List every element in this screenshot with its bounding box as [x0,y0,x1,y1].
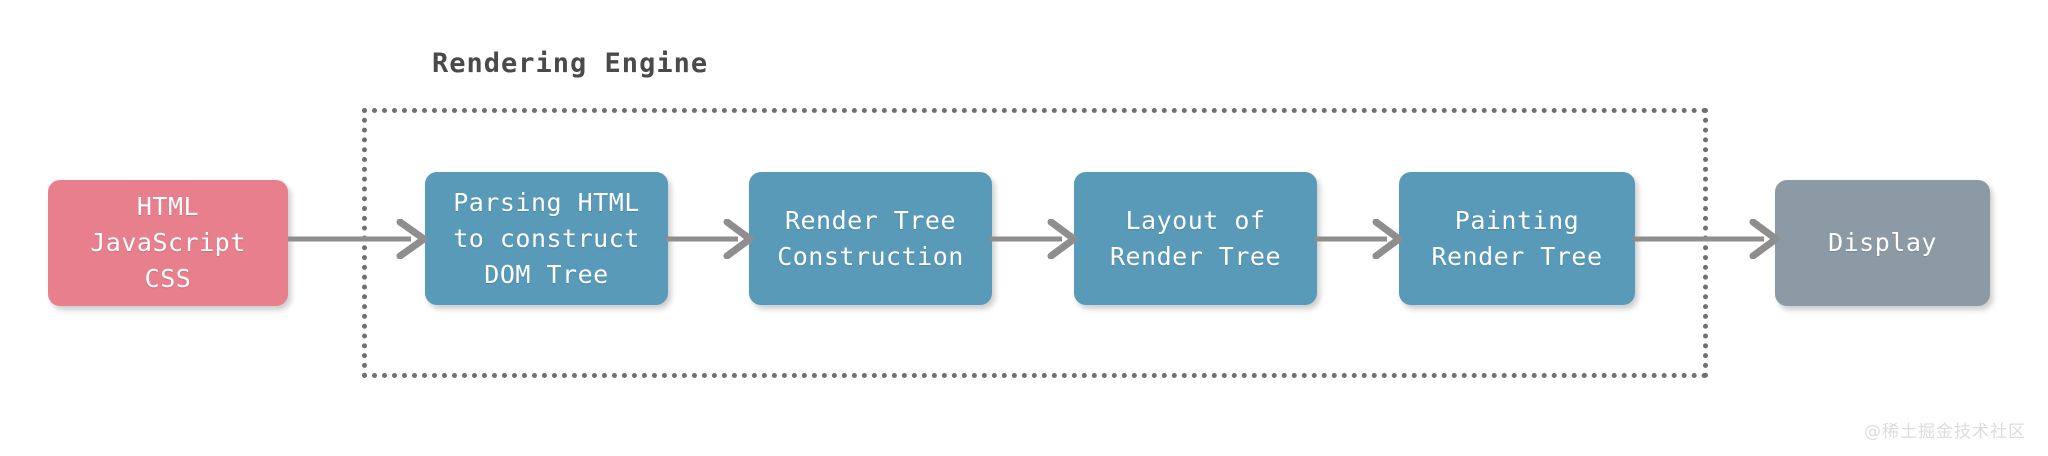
node-render-tree-construction[interactable]: Render Tree Construction [749,172,992,305]
node-display[interactable]: Display [1775,180,1990,306]
node-painting-render-tree[interactable]: Painting Render Tree [1399,172,1635,305]
node-layout-label: Layout of Render Tree [1109,205,1282,271]
arrow-layout-to-painting [1315,219,1403,259]
rendering-engine-group-title: Rendering Engine [432,48,709,79]
arrow-source-to-parsing [288,219,428,259]
arrow-painting-to-display-segment [1633,219,1721,259]
arrow-render-tree-to-layout [990,219,1078,259]
rendering-engine-group-boundary [362,108,1708,378]
arrow-painting-to-display [1718,219,1780,259]
node-render-tree-label: Render Tree Construction [777,205,964,271]
node-parsing-html-dom-tree[interactable]: Parsing HTML to construct DOM Tree [425,172,668,305]
node-source-html-javascript-css[interactable]: HTML JavaScript CSS [48,180,288,306]
watermark: @稀土掘金技术社区 [1864,422,2026,442]
node-layout-of-render-tree[interactable]: Layout of Render Tree [1074,172,1317,305]
arrow-parsing-to-render-tree [666,219,754,259]
node-painting-label: Painting Render Tree [1431,205,1603,271]
node-source-label: HTML JavaScript CSS [90,192,246,293]
node-parsing-label: Parsing HTML to construct DOM Tree [453,187,640,289]
node-display-label: Display [1828,228,1937,257]
